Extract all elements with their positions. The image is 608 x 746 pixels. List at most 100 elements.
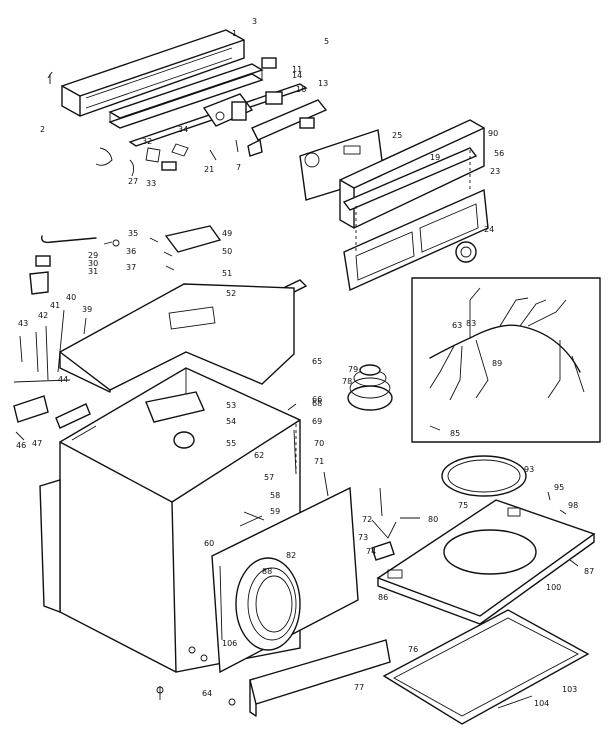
part-label-98: 98	[568, 501, 578, 510]
part-label-70: 70	[314, 439, 324, 448]
part-label-53: 53	[226, 401, 236, 410]
part-label-74: 74	[366, 547, 376, 556]
control-panel-trim	[342, 147, 478, 211]
part-label-62: 62	[254, 451, 264, 460]
part-label-75: 75	[458, 501, 468, 510]
part-label-13: 13	[318, 79, 328, 88]
part-label-39: 39	[82, 305, 92, 314]
part-label-37: 37	[126, 263, 136, 272]
selector-knob	[455, 241, 477, 263]
part-label-95: 95	[554, 483, 564, 492]
part-label-47: 47	[32, 439, 42, 448]
part-label-32: 32	[142, 137, 152, 146]
toe-panel	[249, 639, 391, 717]
part-label-88: 88	[262, 567, 272, 576]
front-panel-screws	[156, 646, 236, 706]
part-label-57: 57	[264, 473, 274, 482]
part-label-77: 77	[354, 683, 364, 692]
part-label-54: 54	[226, 417, 236, 426]
part-label-55: 55	[226, 439, 236, 448]
part-label-7: 7	[236, 163, 241, 172]
part-label-106: 106	[222, 639, 237, 648]
part-label-30: 30	[88, 259, 98, 268]
part-label-27: 27	[128, 177, 138, 186]
wiring-harness-inset	[411, 277, 601, 443]
lid-glass	[382, 609, 590, 725]
part-label-82: 82	[286, 551, 296, 560]
part-label-90: 90	[488, 129, 498, 138]
part-label-66: 66	[312, 395, 322, 404]
part-label-33: 33	[146, 179, 156, 188]
control-panel-front	[343, 150, 489, 292]
part-label-60: 60	[204, 539, 214, 548]
part-label-89: 89	[492, 359, 502, 368]
part-label-100: 100	[546, 583, 561, 592]
part-label-40: 40	[66, 293, 76, 302]
part-label-36: 36	[126, 247, 136, 256]
lid-hinge-parts	[371, 487, 420, 561]
part-label-21: 21	[204, 165, 214, 174]
part-label-83: 83	[466, 319, 476, 328]
part-label-79: 79	[348, 365, 358, 374]
lid-screws	[547, 491, 579, 567]
switch-assemblies	[247, 57, 328, 157]
part-label-29: 29	[88, 251, 98, 260]
part-label-52: 52	[226, 289, 236, 298]
part-label-34: 34	[178, 125, 188, 134]
part-label-103: 103	[562, 685, 577, 694]
part-label-104: 104	[534, 699, 549, 708]
part-label-76: 76	[408, 645, 418, 654]
part-label-68: 68	[312, 399, 322, 408]
part-label-50: 50	[222, 247, 232, 256]
small-hardware-top	[47, 71, 239, 177]
part-label-42: 42	[38, 311, 48, 320]
part-label-24: 24	[484, 225, 494, 234]
part-label-3: 3	[252, 17, 257, 26]
part-label-71: 71	[314, 457, 324, 466]
console-rail	[108, 63, 264, 129]
part-label-41: 41	[50, 301, 60, 310]
part-label-23: 23	[490, 167, 500, 176]
part-label-2: 2	[40, 125, 45, 134]
part-label-16: 16	[296, 85, 306, 94]
part-label-58: 58	[270, 491, 280, 500]
bellows-seal	[347, 364, 393, 411]
part-label-69: 69	[312, 417, 322, 426]
left-side-hardware	[13, 309, 91, 441]
part-label-56: 56	[494, 149, 504, 158]
part-label-44: 44	[58, 375, 68, 384]
part-label-43: 43	[18, 319, 28, 328]
part-label-49: 49	[222, 229, 232, 238]
part-label-11: 11	[292, 65, 302, 74]
part-label-5: 5	[324, 37, 329, 46]
part-label-59: 59	[270, 507, 280, 516]
part-label-87: 87	[584, 567, 594, 576]
part-label-72: 72	[362, 515, 372, 524]
part-label-51: 51	[222, 269, 232, 278]
front-panel	[211, 471, 359, 674]
door-gasket	[441, 455, 527, 497]
part-label-19: 19	[430, 153, 440, 162]
part-label-46: 46	[16, 441, 26, 450]
part-label-80: 80	[428, 515, 438, 524]
part-label-86: 86	[378, 593, 388, 602]
console-rear-panel	[61, 29, 245, 117]
top-lid-panel	[376, 499, 596, 625]
cabinet-top	[58, 283, 295, 393]
part-label-85: 85	[450, 429, 460, 438]
hose-and-screws-left	[29, 235, 120, 295]
part-label-25: 25	[392, 131, 402, 140]
part-label-64: 64	[202, 689, 212, 698]
timer-bracket	[202, 93, 254, 127]
part-label-31: 31	[88, 267, 98, 276]
part-label-65: 65	[312, 357, 322, 366]
part-label-35: 35	[128, 229, 138, 238]
part-label-93: 93	[524, 465, 534, 474]
part-label-78: 78	[342, 377, 352, 386]
part-label-63: 63	[452, 321, 462, 330]
part-label-1: 1	[232, 29, 237, 38]
part-label-73: 73	[358, 533, 368, 542]
part-label-14: 14	[292, 71, 302, 80]
